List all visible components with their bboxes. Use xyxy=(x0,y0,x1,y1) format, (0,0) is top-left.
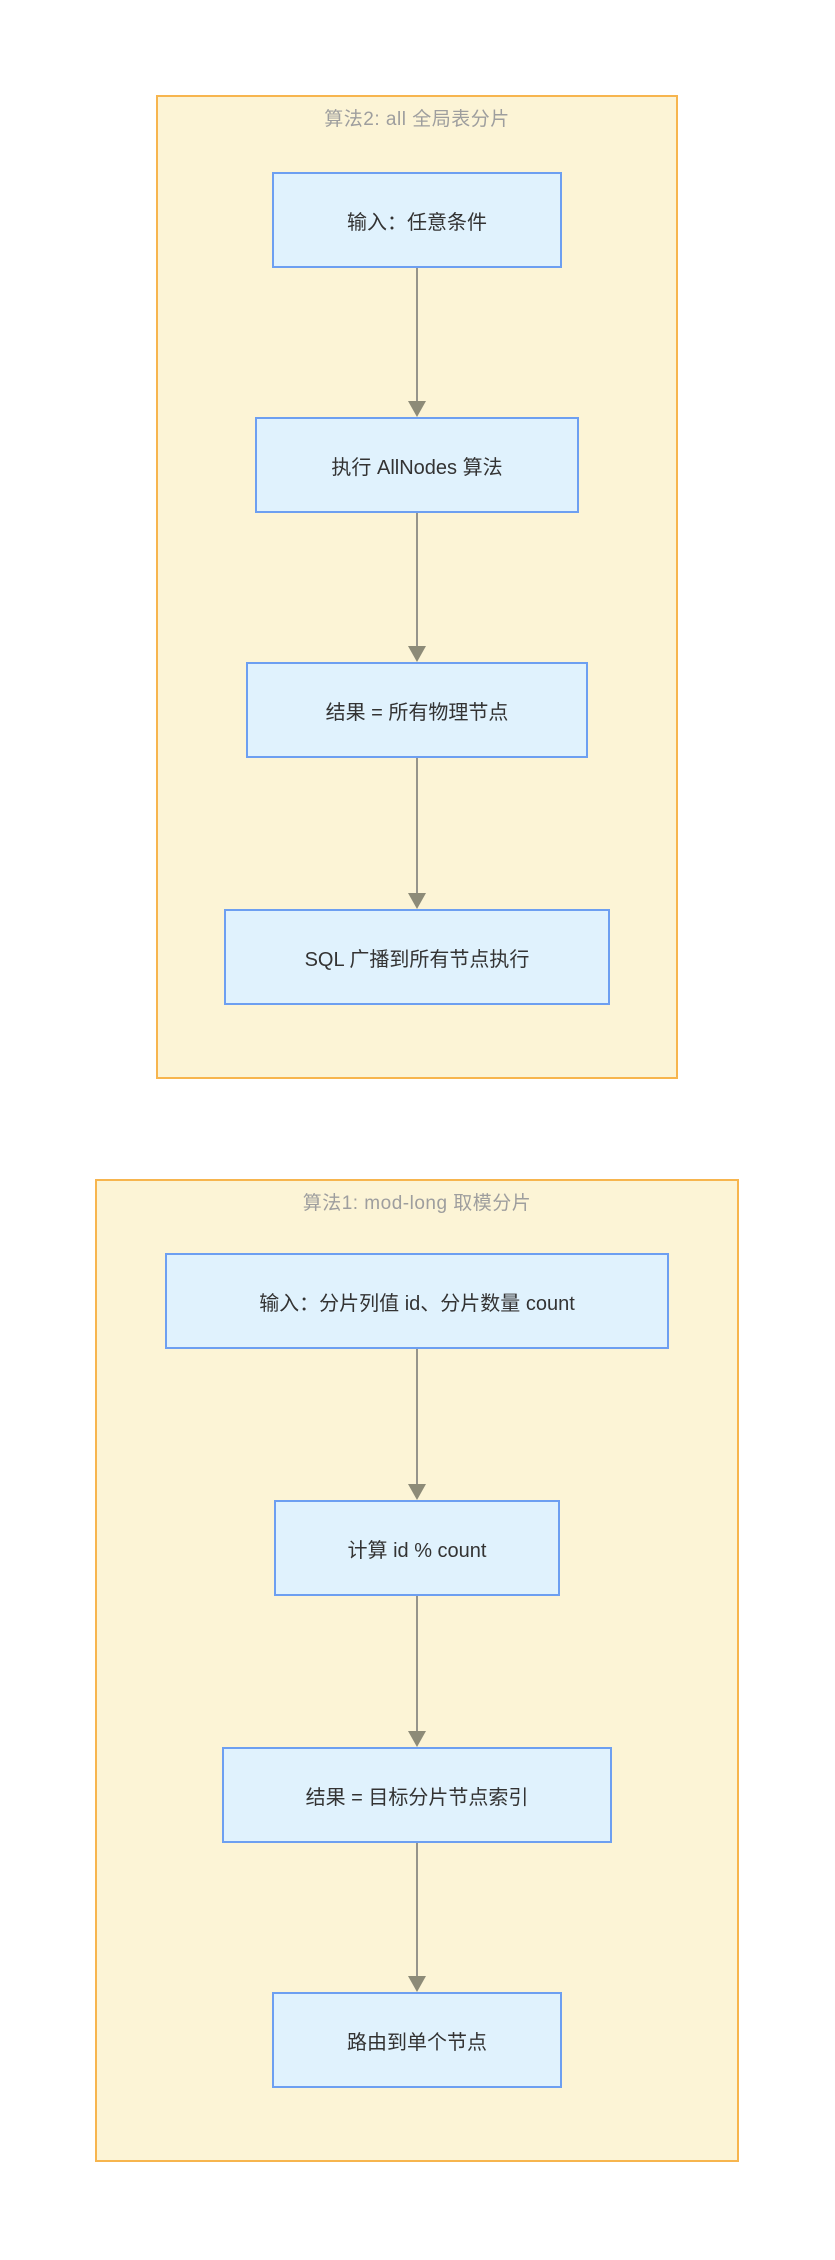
arrow-line xyxy=(416,268,418,411)
node-result-all-physical-nodes: 结果 = 所有物理节点 xyxy=(246,662,588,758)
node-input-any-condition: 输入：任意条件 xyxy=(272,172,562,268)
node-sql-broadcast: SQL 广播到所有节点执行 xyxy=(224,909,610,1005)
node-input-shard-column: 输入：分片列值 id、分片数量 count xyxy=(165,1253,669,1349)
arrowhead-icon xyxy=(408,1976,426,1992)
node-label: 执行 AllNodes 算法 xyxy=(331,456,503,479)
flow-arrow xyxy=(408,268,426,417)
flow-arrow xyxy=(408,1843,426,1992)
node-label: 输入：任意条件 xyxy=(347,211,487,234)
flow-arrow xyxy=(408,513,426,662)
node-label: 输入：分片列值 id、分片数量 count xyxy=(259,1292,575,1315)
node-label: 结果 = 目标分片节点索引 xyxy=(305,1786,529,1809)
arrowhead-icon xyxy=(408,646,426,662)
node-result-target-index: 结果 = 目标分片节点索引 xyxy=(222,1747,612,1843)
arrow-line xyxy=(416,1349,418,1494)
flow-arrow xyxy=(408,1596,426,1747)
cluster-title: 算法1: mod-long 取模分片 xyxy=(302,1193,532,1214)
arrowhead-icon xyxy=(408,1731,426,1747)
arrow-line xyxy=(416,758,418,903)
cluster-title: 算法2: all 全局表分片 xyxy=(324,109,510,130)
node-label: 路由到单个节点 xyxy=(347,2031,487,2054)
arrow-line xyxy=(416,513,418,656)
arrowhead-icon xyxy=(408,1484,426,1500)
node-compute-mod: 计算 id % count xyxy=(274,1500,560,1596)
node-route-single-node: 路由到单个节点 xyxy=(272,1992,562,2088)
arrow-line xyxy=(416,1843,418,1986)
node-label: 计算 id % count xyxy=(347,1539,487,1562)
flow-arrow xyxy=(408,758,426,909)
node-label: SQL 广播到所有节点执行 xyxy=(304,948,530,971)
node-label: 结果 = 所有物理节点 xyxy=(325,701,509,724)
node-exec-allnodes: 执行 AllNodes 算法 xyxy=(255,417,579,513)
arrowhead-icon xyxy=(408,401,426,417)
flow-arrow xyxy=(408,1349,426,1500)
arrow-line xyxy=(416,1596,418,1741)
arrowhead-icon xyxy=(408,893,426,909)
